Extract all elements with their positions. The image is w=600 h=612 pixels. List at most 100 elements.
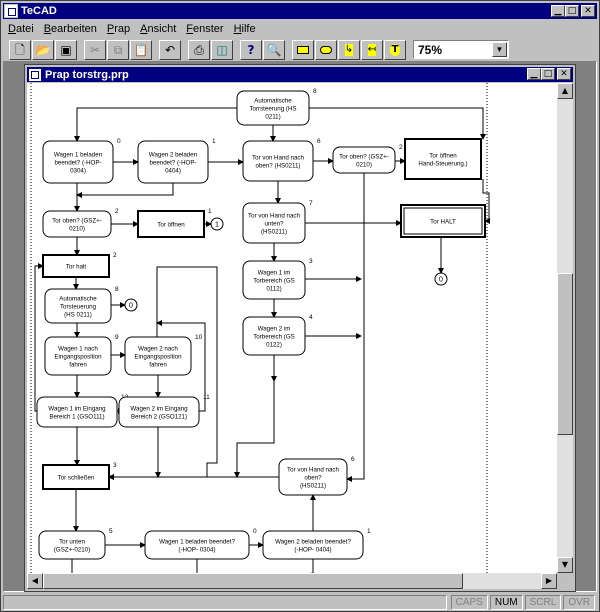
menu-hilfe[interactable]: Hilfe	[229, 23, 261, 35]
new-file-button[interactable]: 🗋	[9, 39, 31, 60]
flow-edge	[74, 107, 237, 142]
scroll-right-button[interactable]: ▶	[541, 573, 557, 589]
document-window: Prap torstrg.prp ▁ □ ✕	[24, 64, 576, 592]
flow-node-text: Bereich 1 (GSO111)	[49, 414, 104, 421]
flow-node-tor-oben-1[interactable]: Tor oben? (GSZ+-0210)2	[332, 144, 403, 174]
flow-connector-circle	[434, 272, 448, 286]
flow-node-shape	[42, 464, 110, 490]
paste-button[interactable]: 📋	[130, 39, 152, 60]
context-help-button[interactable]: 🔍	[263, 39, 285, 60]
doc-close-button[interactable]: ✕	[557, 68, 571, 80]
cut-button[interactable]: ✂	[84, 39, 106, 60]
flow-node-text: Wagen 2 im Eingang	[130, 406, 188, 413]
doc-maximize-button[interactable]: □	[541, 68, 555, 80]
flow-node-w1-beladen-2[interactable]: Wagen 1 beladen beendet?(-HOP- 0304)0	[144, 528, 257, 560]
chevron-down-icon[interactable]: ▼	[492, 42, 507, 57]
menu-fenster[interactable]: Fenster	[181, 23, 228, 35]
horizontal-scroll-thumb[interactable]	[43, 573, 463, 589]
flow-node-shape	[137, 140, 209, 184]
flow-node-shape	[242, 316, 306, 356]
flow-node-number: 9	[115, 334, 119, 341]
flow-node-tor-oben-2[interactable]: Tor oben? (GSZ+-0210)2	[42, 208, 119, 238]
flow-connector-c0-b[interactable]: 0	[434, 272, 448, 286]
status-ovr: OVR	[563, 594, 595, 610]
insert-decision-button[interactable]	[315, 39, 337, 60]
minimize-button[interactable]: ▁	[551, 5, 565, 17]
insert-box-button[interactable]	[292, 39, 314, 60]
menu-bearbeiten[interactable]: Bearbeiten	[39, 23, 102, 35]
flow-node-w2-beladen-2[interactable]: Wagen 2 beladen beendet?(-HOP- 0404)1	[262, 528, 371, 560]
flow-connector-c1-a[interactable]: 1	[210, 217, 224, 231]
zoom-combobox[interactable]: 75% ▼	[413, 40, 509, 59]
close-button[interactable]: ✕	[581, 5, 595, 17]
app-titlebar[interactable]: TeCAD ▁ □ ✕	[3, 3, 597, 19]
menu-datei[interactable]: Datei	[3, 23, 39, 35]
flow-node-text: Torrsteerung (HS	[249, 106, 296, 113]
print-preview-button[interactable]: ◫	[211, 39, 233, 60]
app-icon[interactable]	[4, 4, 18, 18]
flow-node-tor-unten[interactable]: Tor unten(GSZ+-0210)5	[38, 528, 113, 560]
scroll-left-button[interactable]: ◀	[27, 573, 43, 589]
flow-node-text: Wagen 2 im	[258, 326, 291, 333]
flow-node-number: 5	[109, 528, 113, 535]
menu-hilfe-mnemonic: H	[233, 22, 242, 35]
flow-node-shape	[242, 260, 306, 300]
scroll-up-button[interactable]: ▲	[557, 83, 573, 99]
mdi-client-area: Prap torstrg.prp ▁ □ ✕	[3, 61, 597, 592]
undo-button[interactable]: ↶	[159, 39, 181, 60]
maximize-button[interactable]: □	[565, 5, 579, 17]
insert-text-button[interactable]: T	[384, 39, 406, 60]
flow-node-shape	[144, 530, 250, 560]
flow-node-text: fahren	[149, 362, 167, 369]
document-icon[interactable]	[29, 68, 41, 81]
vertical-scroll-thumb[interactable]	[557, 273, 573, 435]
flow-node-tor-halt[interactable]: Tor HALT	[400, 204, 486, 238]
flow-node-shape	[124, 336, 192, 376]
flow-connector-c0-a[interactable]: 0	[124, 298, 138, 312]
flow-node-shape	[332, 146, 396, 174]
flow-node-text: beendet? (-HOP-	[149, 160, 196, 167]
horizontal-scrollbar[interactable]: ◀ ▶	[27, 573, 557, 589]
flow-node-text: Tor halt	[66, 264, 87, 271]
flow-node-text: 0122)	[266, 342, 282, 349]
flow-edge	[34, 263, 44, 412]
menu-prap[interactable]: Prap	[102, 23, 135, 35]
flow-node-text: Tor öffnen	[429, 153, 457, 160]
vertical-scrollbar[interactable]: ▲ ▼	[557, 83, 573, 573]
flow-node-shape	[38, 530, 106, 560]
flow-node-number: 7	[309, 200, 313, 207]
menu-datei-mnemonic: D	[8, 22, 16, 35]
menu-ansicht[interactable]: Ansicht	[135, 23, 181, 35]
doc-minimize-button[interactable]: ▁	[527, 68, 541, 80]
save-file-button[interactable]: ▣	[55, 39, 77, 60]
copy-button[interactable]: ⧉	[107, 39, 129, 60]
preview-icon: ◫	[216, 42, 228, 57]
flow-node-text: Tor von Hand nach	[287, 467, 339, 474]
insert-connector-button[interactable]: ↳	[338, 39, 360, 60]
scroll-down-button[interactable]: ▼	[557, 557, 573, 573]
insert-branch-button[interactable]: ↤	[361, 39, 383, 60]
open-file-button[interactable]: 📂	[32, 39, 54, 60]
document-titlebar[interactable]: Prap torstrg.prp ▁ □ ✕	[27, 67, 573, 82]
app-title: TeCAD	[21, 5, 57, 17]
help-button[interactable]: ?	[240, 39, 262, 60]
print-button[interactable]: ⎙	[188, 39, 210, 60]
